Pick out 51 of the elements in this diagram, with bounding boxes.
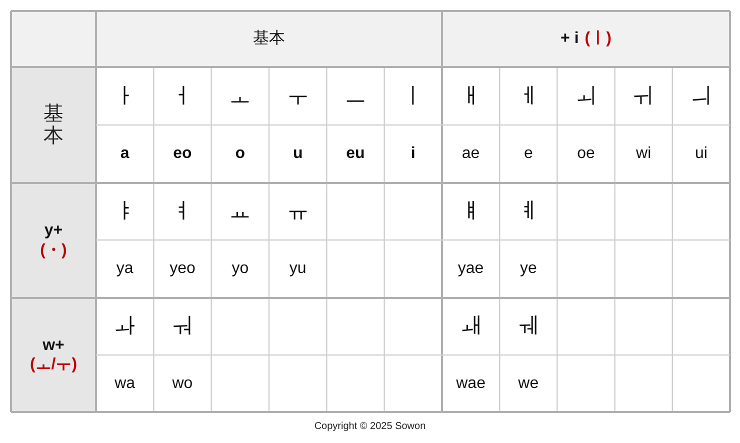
romanization: ui	[694, 144, 708, 164]
row-header: w+	[42, 336, 64, 355]
column-header-note: (ㅣ)	[584, 29, 612, 49]
vowel-letter: ㅔ	[517, 82, 540, 110]
romanization: ya	[116, 259, 134, 279]
vowel-letter: ㅏ	[114, 82, 136, 110]
romanization: ae	[462, 144, 480, 164]
vowel-letter: ㅢ	[690, 82, 712, 110]
copyright-caption: Copyright © 2025 Sowon	[314, 421, 426, 432]
romanization: i	[410, 144, 416, 164]
romanization: e	[524, 144, 533, 164]
romanization: wo	[172, 374, 193, 394]
romanization: we	[518, 374, 539, 394]
row-header-note: (・)	[40, 240, 67, 260]
vowel-letter: ㅒ	[460, 198, 482, 225]
romanization: wae	[456, 374, 486, 394]
romanization: wa	[114, 374, 136, 394]
vowel-letter: ㅡ	[344, 82, 366, 110]
romanization: yo	[232, 259, 249, 279]
column-header: 基本	[253, 29, 285, 49]
romanization: u	[292, 144, 303, 164]
romanization: oe	[577, 144, 595, 164]
romanization: yu	[289, 259, 306, 279]
romanization: yae	[458, 259, 484, 279]
romanization: eu	[346, 144, 365, 164]
vowel-letter: ㅘ	[114, 313, 136, 340]
vowel-letter: ㅓ	[171, 82, 194, 110]
vowel-letter: ㅐ	[460, 82, 482, 110]
vowel-letter: ㅑ	[114, 198, 136, 225]
romanization: ye	[520, 259, 537, 279]
romanization: eo	[173, 144, 192, 164]
romanization: yeo	[170, 259, 196, 279]
vowel-letter: ㅠ	[286, 198, 309, 225]
row-header: 基本	[44, 103, 64, 147]
row-header-note: (ㅗ/ㅜ)	[30, 355, 78, 374]
vowel-letter: ㅞ	[517, 313, 540, 340]
vowel-letter: ㅖ	[517, 198, 540, 225]
vowel-letter: ㅙ	[460, 313, 482, 340]
column-header: + i	[560, 29, 579, 49]
vowel-letter: ㅛ	[229, 198, 252, 225]
vowel-letter: ㅟ	[632, 82, 655, 110]
vowel-letter: ㅜ	[286, 82, 309, 110]
vowel-letter: ㅣ	[402, 82, 424, 110]
vowel-letter: ㅕ	[171, 198, 194, 225]
romanization: a	[120, 144, 130, 164]
row-header: y+	[44, 221, 63, 240]
romanization: wi	[636, 144, 652, 164]
vowel-letter: ㅗ	[229, 82, 252, 110]
romanization: o	[235, 144, 246, 164]
vowel-letter: ㅝ	[171, 313, 194, 340]
vowel-letter: ㅚ	[574, 82, 597, 110]
